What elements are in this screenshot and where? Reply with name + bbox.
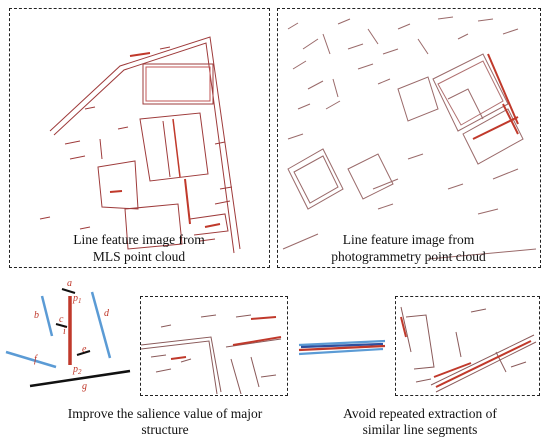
mls-caption-line-2: MLS point cloud — [92, 249, 186, 264]
similar-segments-schematic — [298, 339, 386, 356]
segment-f — [5, 350, 57, 369]
similar-segments-result-panel — [395, 296, 540, 396]
label-d: d — [104, 308, 110, 319]
mls-line-feature-image — [39, 36, 241, 254]
salience-caption-line-2: structure — [141, 422, 189, 437]
similar-segments-result-image — [400, 306, 537, 393]
label-g: g — [82, 381, 87, 392]
segment-c — [55, 323, 68, 328]
repeat-extraction-caption-line-1: Avoid repeated extraction of — [343, 406, 497, 421]
similar-segment-3 — [298, 347, 384, 356]
mls-line-feature-panel: Line feature image from MLS point cloud — [9, 8, 270, 268]
segment-b — [40, 295, 54, 337]
mls-panel-caption: Line feature image from MLS point cloud — [10, 231, 268, 265]
label-e: e — [82, 344, 87, 355]
salience-caption-line-1: Improve the salience value of major — [67, 406, 263, 421]
photogrammetry-panel-caption: Line feature image from photogrammetry p… — [278, 231, 539, 265]
photogrammetry-caption-line-2: photogrammetry point cloud — [331, 249, 486, 264]
label-b: b — [34, 310, 39, 321]
salience-result-image — [141, 314, 282, 394]
label-a: a — [67, 278, 72, 289]
segment-g — [29, 369, 131, 388]
repeat-extraction-caption: Avoid repeated extraction of similar lin… — [300, 406, 540, 438]
similar-segment-1 — [298, 339, 386, 347]
photogrammetry-line-feature-panel: Line feature image from photogrammetry p… — [277, 8, 541, 268]
photogrammetry-line-feature-image — [282, 16, 537, 260]
segment-e — [76, 350, 91, 356]
label-i: i — [63, 326, 66, 337]
label-p2: p2 — [72, 364, 82, 376]
label-c: c — [59, 314, 64, 325]
mls-caption-line-1: Line feature image from — [73, 232, 205, 247]
repeat-extraction-caption-line-2: similar line segments — [362, 422, 478, 437]
similar-segment-2 — [300, 342, 384, 349]
label-p1: p1 — [72, 293, 82, 305]
photogrammetry-caption-line-1: Line feature image from — [342, 232, 475, 247]
segment-a — [61, 288, 76, 294]
salience-schematic: a b c d e f g i p1 p2 — [5, 278, 131, 392]
label-f: f — [34, 354, 38, 365]
salience-caption: Improve the salience value of major stru… — [30, 406, 300, 438]
segment-d — [90, 291, 112, 359]
merged-segment — [298, 344, 386, 352]
salience-result-panel — [140, 296, 288, 396]
